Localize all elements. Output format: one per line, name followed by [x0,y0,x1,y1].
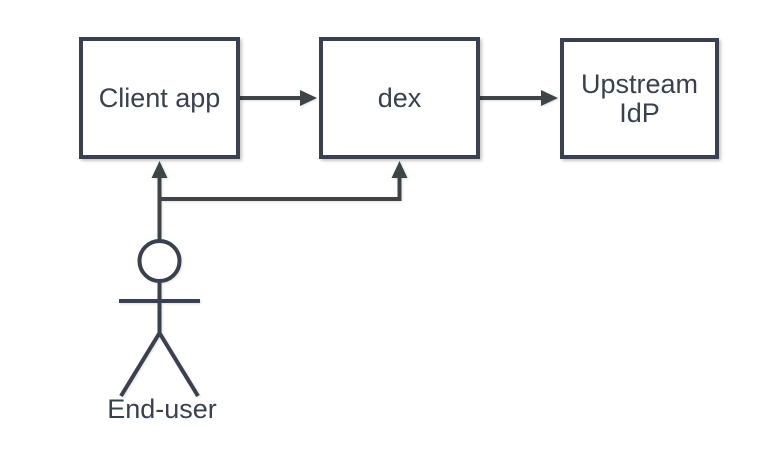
actor-head [137,239,182,283]
actor-leg-right [157,331,200,398]
arrowhead-icon [300,90,317,106]
node-label: dex [377,82,422,113]
edge-line [159,177,402,201]
arrowhead-icon [151,161,168,178]
node-label: Client app [98,82,221,113]
node-dex: dex [319,37,480,159]
actor-label: End-user [107,394,217,424]
actor-leg-left [119,331,162,398]
node-label: Upstream IdP [580,69,699,128]
edge-end-user-to-client-app [151,161,168,241]
edge-end-user-to-dex [159,161,408,201]
end-user-actor-icon [119,239,200,398]
edge-client-app-to-dex [240,90,317,106]
node-client-app: Client app [79,37,240,159]
arrowhead-icon [391,161,408,178]
node-upstream-idp: Upstream IdP [560,38,719,159]
arrowhead-icon [541,90,558,106]
edge-dex-to-upstream-idp [480,90,558,106]
